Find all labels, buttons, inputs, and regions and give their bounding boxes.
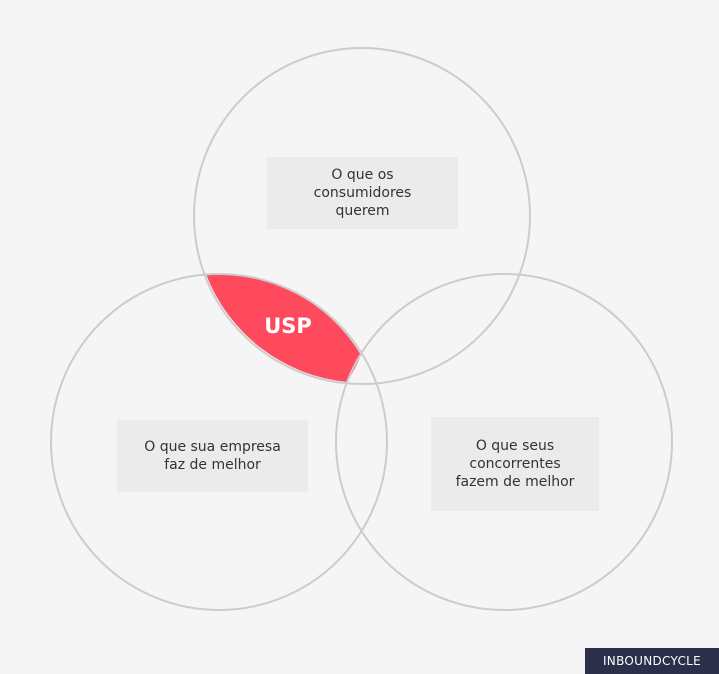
usp-label: USP (264, 314, 312, 338)
circle-customers (193, 47, 531, 385)
label-competitors-text: O que seus concorrentes fazem de melhor (455, 438, 575, 490)
label-competitors: O que seus concorrentes fazem de melhor (431, 417, 599, 511)
usp-region (206, 273, 361, 382)
label-customers: O que os consumidores querem (267, 157, 458, 229)
brand-logo: INBOUNDCYCLE (585, 648, 719, 674)
label-company-text: O que sua empresa faz de melhor (144, 439, 281, 473)
brand-logo-text: INBOUNDCYCLE (602, 654, 702, 668)
circle-company (50, 273, 388, 611)
label-company: O que sua empresa faz de melhor (117, 420, 308, 492)
label-customers-text: O que os consumidores querem (313, 167, 412, 219)
circle-competitors (335, 273, 673, 611)
